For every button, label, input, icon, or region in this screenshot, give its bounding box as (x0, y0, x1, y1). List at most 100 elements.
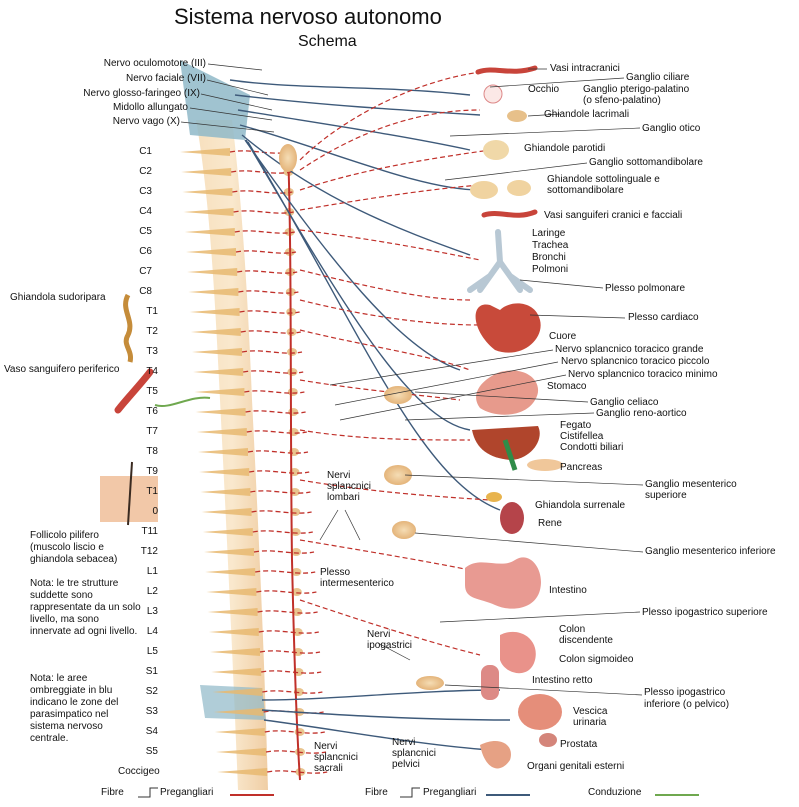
rene-shape (500, 502, 524, 534)
legend-preganglionic-blue-mark (400, 787, 420, 798)
vertebra-segment (181, 168, 232, 176)
spinal-level-24: L4 (146, 626, 158, 637)
label-nervo-faciale: Nervo faciale (VII) (125, 73, 206, 84)
ramus-line (256, 590, 317, 594)
chain-ganglion (288, 408, 299, 416)
ramus-line (252, 530, 313, 534)
chain-ganglion (291, 548, 301, 556)
label-ganglio-pterigo: Ganglio pterigo-palatino (o sfeno-palati… (583, 84, 690, 106)
label-plesso-ipogastrico-inferiore: Plesso ipogastrico inferiore (o pelvico) (644, 687, 730, 710)
vasi-intracranici-shape (475, 65, 538, 75)
spinal-level-30: S5 (145, 746, 158, 757)
pancreas-shape (527, 459, 563, 471)
vertebra-segment (192, 348, 242, 356)
vertebra-segment (202, 528, 253, 536)
ghiandole-lacrimali-shape (507, 110, 527, 122)
ramus-line (262, 690, 323, 694)
vescica-shape (518, 694, 562, 730)
label-ganglio-ciliare: Ganglio ciliare (626, 72, 690, 83)
label-ganglio-reno-aortico: Ganglio reno-aortico (596, 408, 687, 419)
vertebra-segment (184, 228, 235, 236)
spinal-level-3: C4 (139, 206, 152, 217)
ramus-line (251, 510, 312, 514)
spinal-level-28: S3 (145, 706, 158, 717)
vertebra-segment (210, 648, 260, 656)
label-nervi-splancnici-lombari: Nervi splancnici lombari (327, 470, 371, 503)
spinal-level-10: T3 (146, 346, 158, 357)
ramus-line (261, 670, 322, 674)
sympathetic-trunk (287, 149, 301, 781)
vaso-sanguifero-shape (114, 368, 154, 414)
spinal-level-17: T1 (146, 486, 158, 497)
legend-pregangliari-1: Pregangliari (160, 787, 214, 798)
vertebra-segment (189, 308, 240, 316)
cistifellea-shape (502, 439, 518, 471)
chain-ganglion (291, 588, 302, 596)
label-splancnico-piccolo: Nervo splancnico toracico piccolo (561, 356, 710, 367)
spinal-level-27: S2 (145, 686, 158, 697)
label-cuore: Cuore (549, 331, 577, 342)
spinal-level-22: L2 (146, 586, 158, 597)
label-vescica-urinaria: Vescica urinaria (573, 706, 608, 728)
conduzione-fiber (154, 396, 211, 408)
spinal-level-29: S4 (145, 726, 158, 737)
vertebra-segment (195, 408, 246, 416)
vertebra-segment (217, 768, 268, 776)
spinal-level-7: C8 (139, 286, 152, 297)
vertebra-segment (205, 568, 256, 576)
spinal-level-15: T8 (146, 446, 158, 457)
vertebra-segment (204, 548, 254, 556)
spinal-level-20: T12 (140, 546, 158, 557)
ghiandole-sottolinguali-shape (507, 180, 531, 196)
note-strutture: Nota: le tre strutture suddette sono rap… (30, 578, 141, 637)
label-fegato: Fegato Cistifellea Condotti biliari (560, 420, 624, 453)
label-nervo-vago: Nervo vago (X) (112, 116, 180, 127)
spinal-level-13: T6 (146, 406, 158, 417)
vertebra-segment (216, 748, 266, 756)
label-ganglio-mesenterico-superiore: Ganglio mesenterico superiore (645, 479, 737, 501)
vertebra-segment (207, 608, 258, 616)
spinal-level-16: T9 (146, 466, 158, 477)
chain-ganglion (291, 568, 302, 576)
label-prostata: Prostata (560, 739, 598, 750)
label-ghiandola-sudoripara: Ghiandola sudoripara (10, 292, 106, 303)
spinal-level-18: 0 (152, 506, 158, 517)
label-splancnico-grande: Nervo splancnico toracico grande (555, 344, 704, 355)
spinal-level-31: Coccigeo (118, 766, 160, 777)
label-pancreas: Pancreas (560, 462, 603, 473)
vertebra-segment (196, 428, 247, 436)
legend-preganglionic-red-mark (138, 787, 158, 798)
prostata-shape (539, 733, 557, 747)
spinal-level-26: S1 (145, 666, 158, 677)
spinal-level-4: C5 (139, 226, 152, 237)
vertebra-segment (199, 468, 250, 476)
cuore-shape (475, 303, 541, 353)
chain-ganglion (287, 368, 298, 376)
legend-conduzione: Conduzione (588, 787, 642, 798)
label-colon-discendente: Colon discendente (559, 624, 613, 646)
stomaco-shape (476, 370, 539, 415)
vertebra-segment (194, 388, 245, 396)
ramus-line (231, 170, 292, 174)
spinal-level-2: C3 (139, 186, 152, 197)
spinal-cord (196, 120, 268, 790)
label-organi-genitali-esterni: Organi genitali esterni (527, 761, 625, 772)
ghiandola-surrenale-shape (486, 492, 502, 502)
ramus-line (250, 490, 311, 494)
sympathetic-postganglionic (299, 69, 501, 656)
spinal-level-9: T2 (146, 326, 158, 337)
label-nervo-glosso-faringeo: Nervo glosso-faringeo (IX) (83, 88, 200, 99)
spinal-level-23: L3 (146, 606, 158, 617)
trachea-bronchi-shape (467, 229, 533, 293)
legend-pregangliari-2: Pregangliari (423, 787, 477, 798)
occhio-shape (483, 84, 503, 104)
chain-ganglion (290, 528, 301, 536)
diagram-subtitle: Schema (298, 33, 357, 50)
legend-fibre-1: Fibre (101, 787, 124, 798)
label-plesso-ipogastrico-superiore: Plesso ipogastrico superiore (642, 607, 768, 618)
spinal-level-1: C2 (139, 166, 152, 177)
vertebra-segment (193, 368, 244, 376)
spinal-level-11: T4 (146, 366, 158, 377)
ganglio-celiaco-shape (384, 386, 412, 404)
